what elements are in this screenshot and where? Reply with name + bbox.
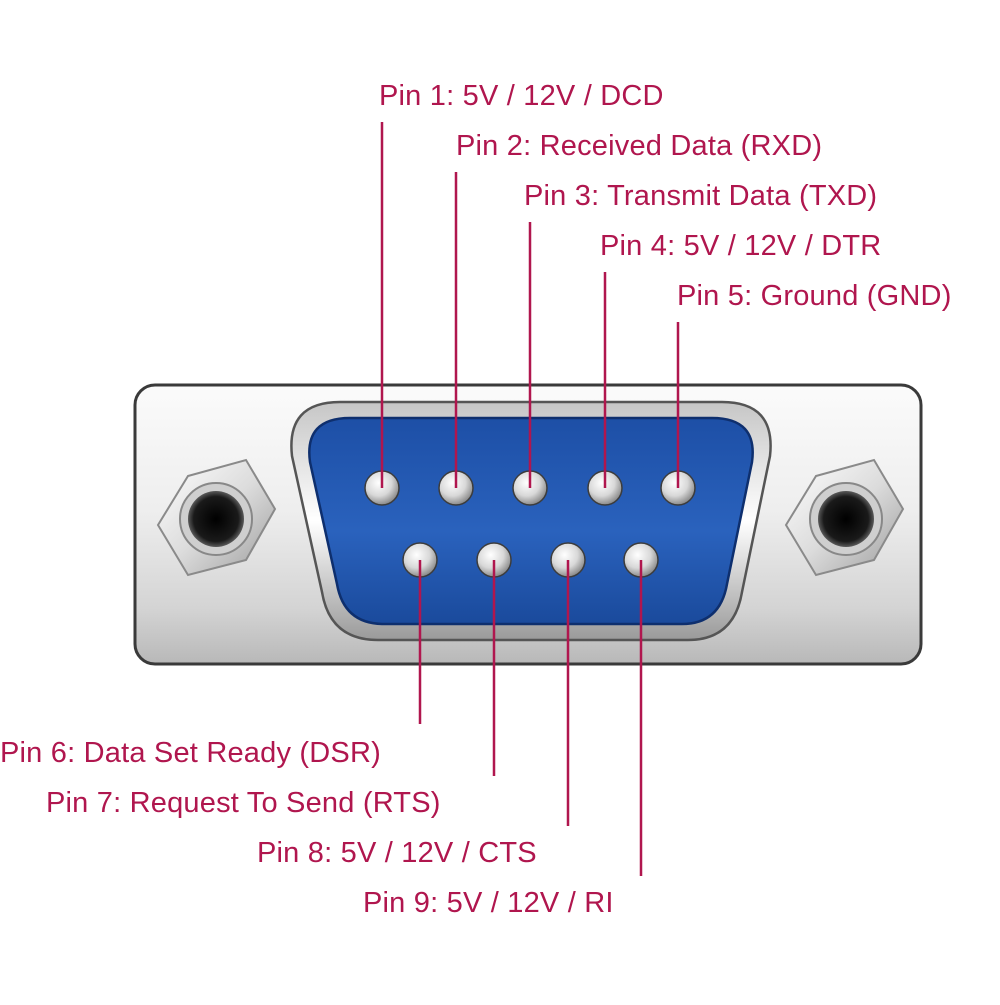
pin-1-label: Pin 1: 5V / 12V / DCD bbox=[379, 80, 664, 112]
pin-2-label: Pin 2: Received Data (RXD) bbox=[456, 130, 823, 162]
pin-7-label: Pin 7: Request To Send (RTS) bbox=[46, 787, 441, 819]
leader-lines bbox=[380, 122, 680, 876]
hex-standoff-icon bbox=[156, 458, 277, 577]
pin-5-label: Pin 5: Ground (GND) bbox=[677, 280, 952, 312]
pin-3-label: Pin 3: Transmit Data (TXD) bbox=[524, 180, 878, 212]
pin-9-label: Pin 9: 5V / 12V / RI bbox=[363, 887, 614, 919]
pin-6-label: Pin 6: Data Set Ready (DSR) bbox=[0, 737, 381, 769]
pin-8-label: Pin 8: 5V / 12V / CTS bbox=[257, 837, 537, 869]
hex-standoff-icon bbox=[784, 458, 905, 577]
pin-4-label: Pin 4: 5V / 12V / DTR bbox=[600, 230, 882, 262]
